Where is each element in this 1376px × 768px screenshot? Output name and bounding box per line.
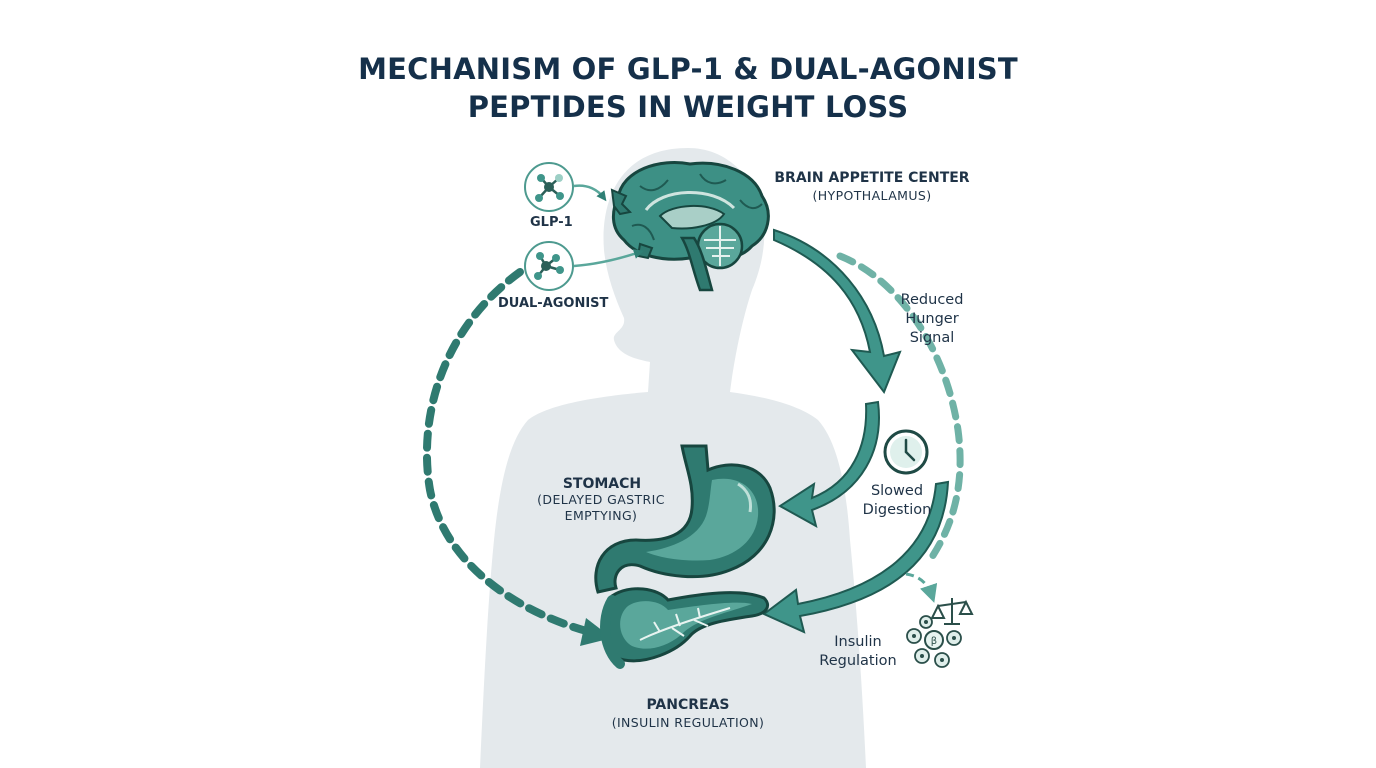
label-reduced-hunger-line-2: Hunger [905,311,959,327]
arrow-glp1-to-brain [573,184,607,202]
arrow-dual-to-brain [573,249,644,268]
label-brain-detail: (HYPOTHALAMUS) [812,188,932,203]
label-insulin-regulation: Insulin Regulation [814,633,902,671]
molecule-icon [524,241,574,291]
label-slowed-digestion-line-1: Slowed [870,483,924,499]
label-reduced-hunger: Reduced Hunger Signal [882,291,982,348]
title-line-2: PEPTIDES IN WEIGHT LOSS [467,90,909,124]
brain-illustration [612,161,770,292]
label-reduced-hunger-line-3: Signal [909,330,955,346]
label-stomach-detail: (DELAYED GASTRIC EMPTYING) [526,492,676,524]
label-glp1: GLP-1 [530,215,573,230]
arrow-to-insulin-icon [905,572,938,603]
label-stomach-detail-line-1: (DELAYED GASTRIC [537,492,665,507]
arrow-to-stomach [778,400,880,528]
arrow-brain-to-hunger [773,228,902,395]
stomach-illustration [594,444,776,594]
label-brain: BRAIN APPETITE CENTER [774,170,970,186]
label-insulin-regulation-line-1: Insulin [834,634,882,650]
label-dual-agonist: DUAL-AGONIST [498,296,609,311]
diagram-title: MECHANISM OF GLP-1 & DUAL-AGONIST PEPTID… [288,50,1088,126]
balance-scale-icon [930,598,974,625]
label-slowed-digestion: Slowed Digestion [852,482,942,520]
pancreas-illustration [600,587,769,669]
clock-icon [883,429,929,475]
molecule-icon [524,162,574,212]
label-pancreas-detail: (INSULIN REGULATION) [611,715,765,730]
arrow-to-pancreas [762,480,950,634]
receptor-glp1 [610,188,633,216]
title-line-1: MECHANISM OF GLP-1 & DUAL-AGONIST [358,52,1018,86]
dashed-loop-left [422,268,594,636]
dashed-loop-right [836,252,964,564]
label-stomach-detail-line-2: EMPTYING) [564,508,638,523]
label-slowed-digestion-line-2: Digestion [862,502,932,518]
label-reduced-hunger-line-1: Reduced [900,292,964,308]
label-stomach: STOMACH [562,476,642,492]
svg-text:β: β [931,636,937,647]
islet-cells-icon: β [906,615,962,668]
label-insulin-regulation-line-2: Regulation [819,653,897,669]
label-pancreas: PANCREAS [646,697,730,713]
